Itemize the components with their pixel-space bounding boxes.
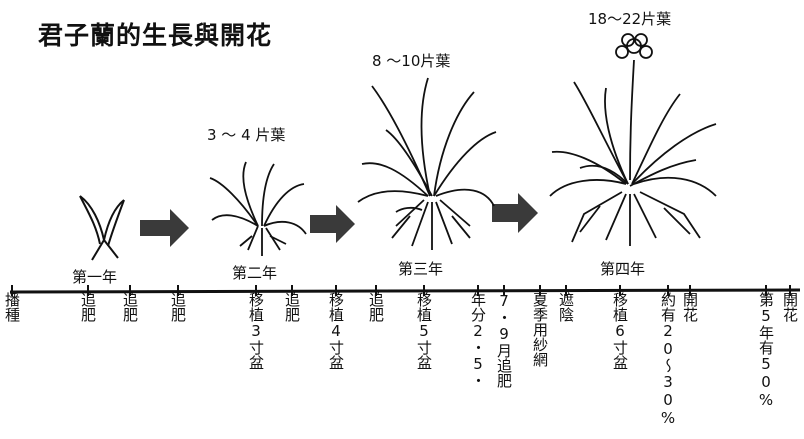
timeline-note: 追肥 [169, 292, 187, 322]
timeline-note: 開花 [681, 292, 699, 322]
timeline-note: 追肥 [79, 292, 97, 322]
timeline-note: 移植4寸盆 [327, 292, 345, 370]
timeline-axis [9, 285, 801, 296]
timeline-note: 移植3寸盆 [247, 292, 265, 370]
leaf-count-label-year2: 3 ～ 4 片葉 [207, 126, 286, 144]
timeline-note: 移植6寸盆 [611, 292, 629, 370]
growth-arrow-icon [140, 209, 189, 247]
timeline-note: 年分2・5・ [469, 292, 487, 388]
leaf-count-label-year4: 18～22片葉 [588, 10, 672, 28]
timeline-note: 第5年有50% [757, 292, 775, 409]
timeline-note: 追肥 [283, 292, 301, 322]
growth-arrow-icon [310, 205, 355, 243]
year-label-2: 第二年 [232, 264, 278, 282]
year-label-3: 第三年 [398, 260, 444, 278]
year-label-4: 第四年 [600, 260, 646, 278]
timeline-note: 約有20～30% [659, 292, 677, 427]
timeline-note: 開花 [781, 292, 799, 322]
timeline-note: 7・9月追肥 [495, 292, 513, 388]
timeline-note: 移植5寸盆 [415, 292, 433, 370]
year-label-1: 第一年 [72, 268, 118, 286]
timeline-note: 追肥 [367, 292, 385, 322]
timeline-note: 追肥 [121, 292, 139, 322]
diagram-title: 君子蘭的生長與開花 [38, 21, 273, 50]
growth-arrow-icon [492, 193, 538, 233]
seedling-plant-icon [79, 195, 125, 261]
timeline-note: 遮陰 [557, 292, 575, 322]
timeline-note: 播種 [3, 292, 21, 322]
leaf-count-label-year3: 8 ～10片葉 [372, 52, 451, 70]
timeline-note: 夏季用紗網 [531, 292, 549, 367]
flowering-plant-icon [549, 33, 717, 246]
medium-plant-icon [357, 77, 497, 250]
young-plant-icon [209, 161, 307, 256]
